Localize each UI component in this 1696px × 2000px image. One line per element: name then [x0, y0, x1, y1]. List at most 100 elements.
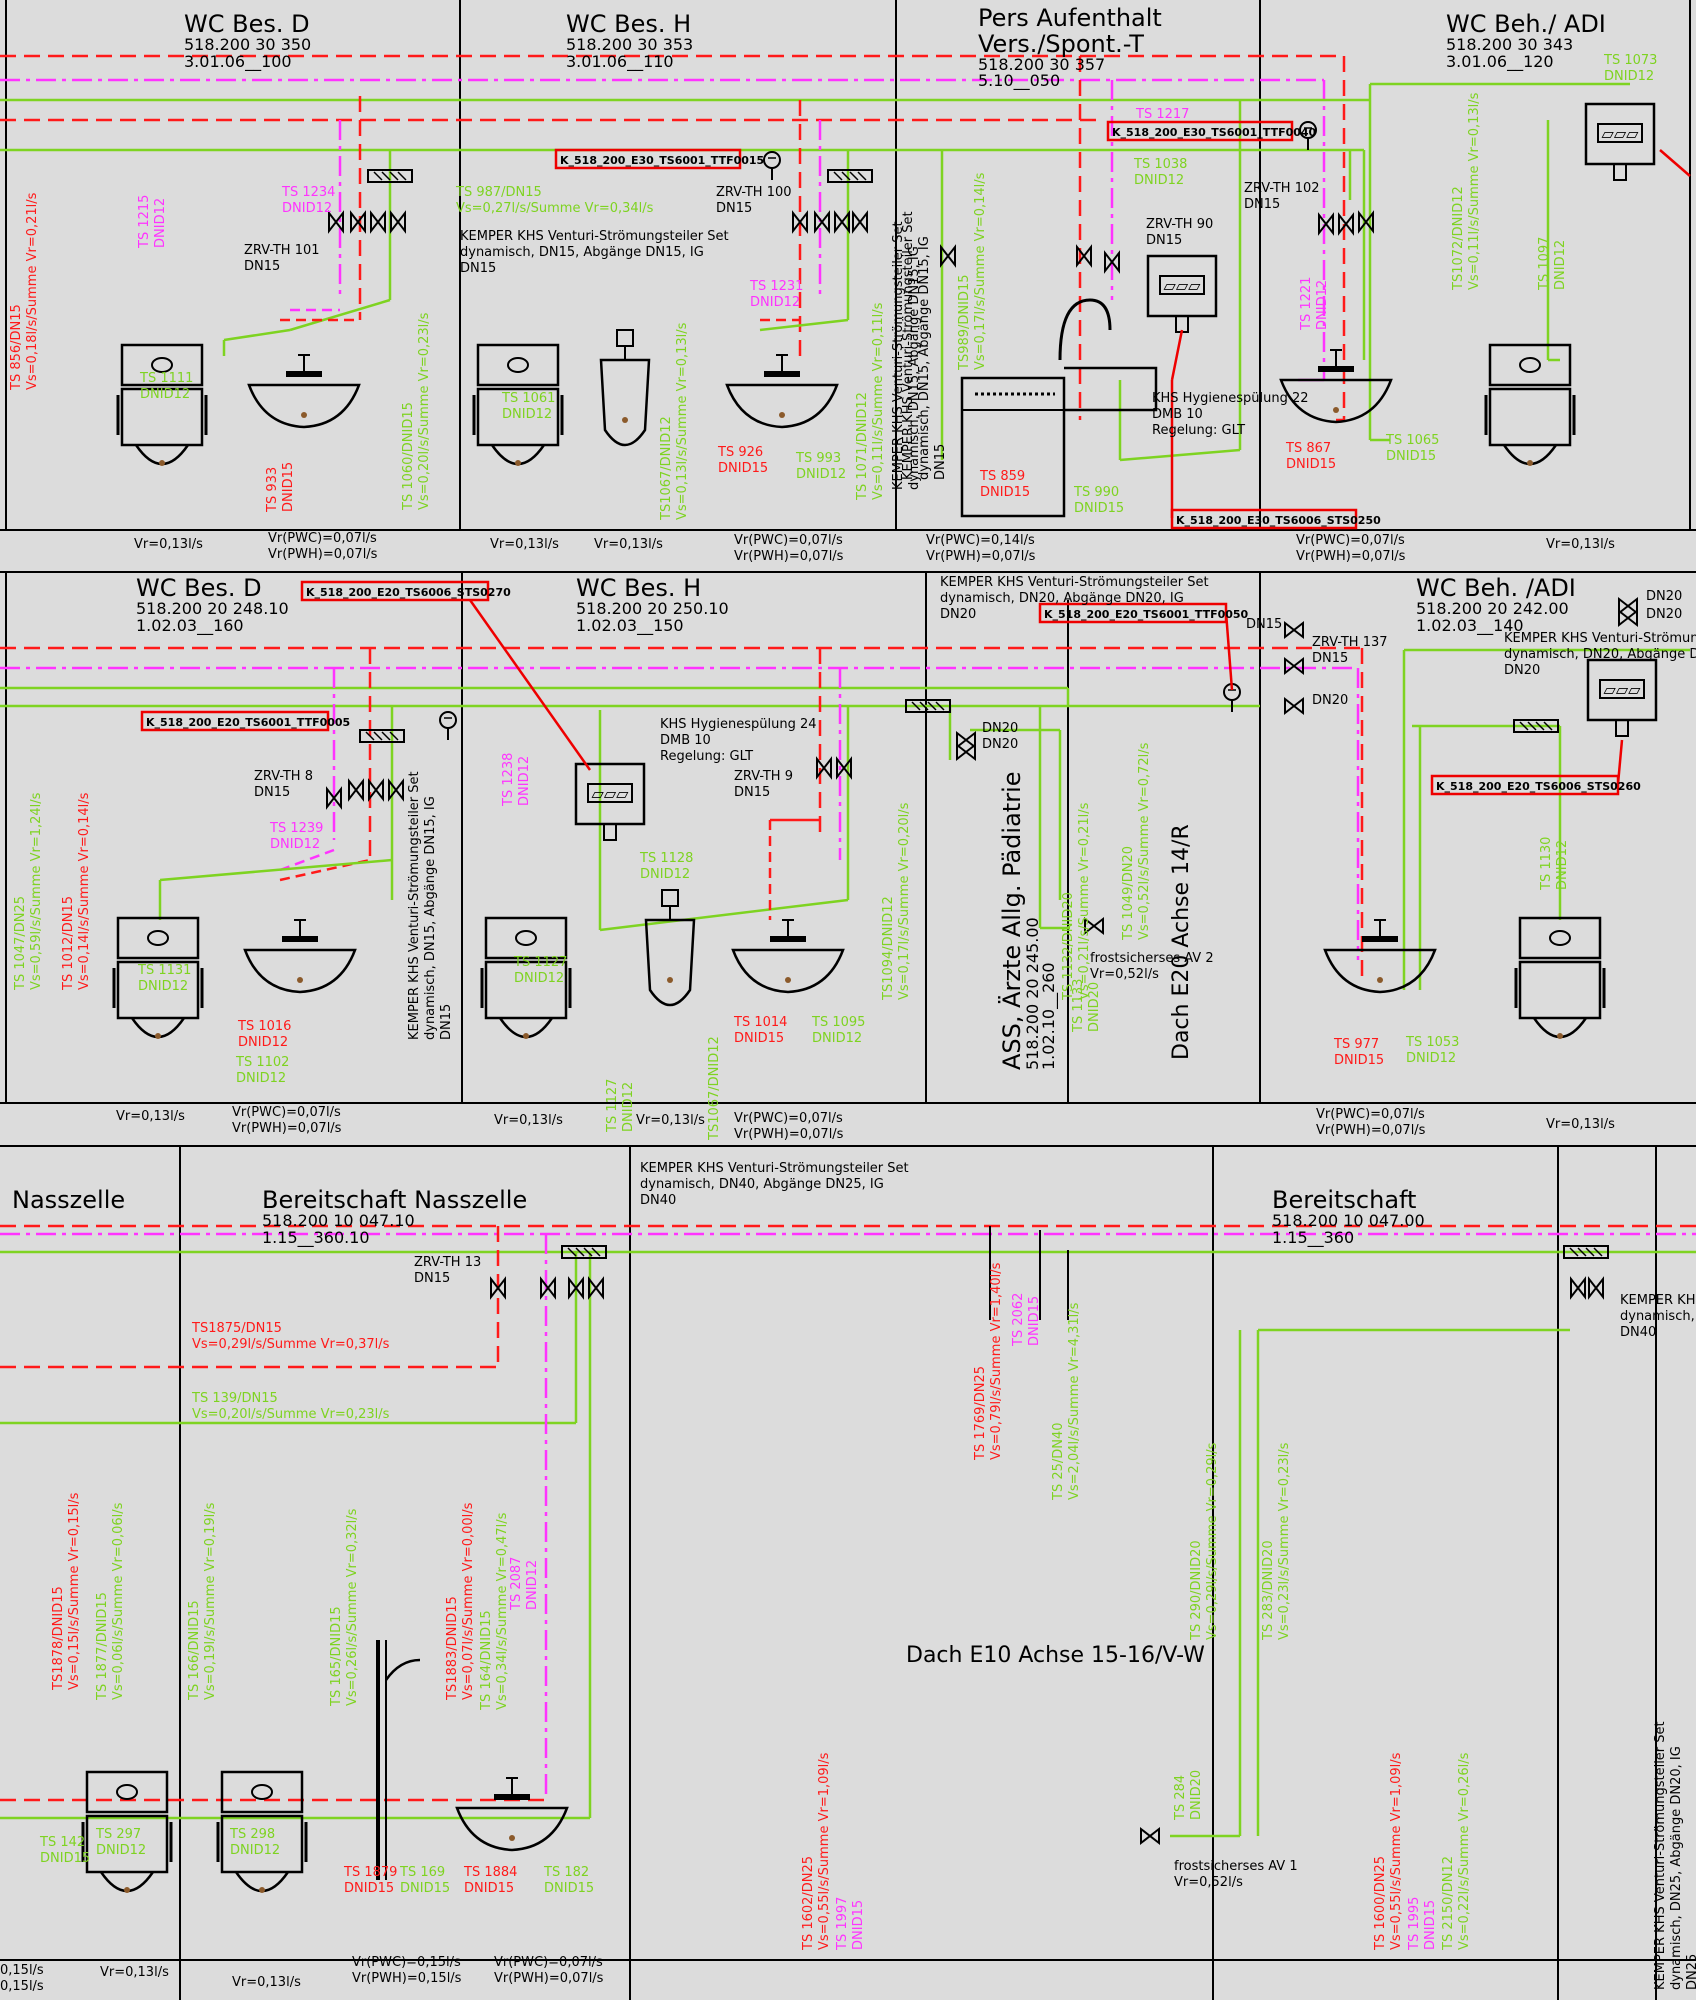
- label: TS 1602/DN25: [801, 1856, 816, 1951]
- label: DNID12: [796, 467, 846, 482]
- label: Vs=0,11l/s/Summe Vr=0,13l/s: [1467, 92, 1482, 290]
- flow: Vr=0,13l/s: [494, 1113, 563, 1128]
- note: Vr=0,52l/s: [1174, 1875, 1243, 1890]
- note: dynamisch, DN15, Abgänge DN15, IG: [460, 245, 704, 260]
- label: DNID15: [544, 1881, 594, 1896]
- room-code: 518.200 20 250.10: [576, 599, 729, 618]
- label: TS 297: [95, 1827, 141, 1842]
- label: TS 933: [265, 467, 280, 513]
- label: Vs=0,19l/s/Summe Vr=0,19l/s: [203, 1502, 218, 1700]
- note: DMB 10: [1152, 407, 1203, 422]
- label: DNID15: [344, 1881, 394, 1896]
- label: Vs=0,17l/s/Summe Vr=0,20l/s: [897, 802, 912, 1000]
- label: TS 290/DNID20: [1189, 1540, 1204, 1641]
- tag-label: K_518_200_E20_TS6001_TTF0050: [1044, 608, 1249, 621]
- note: Regelung: GLT: [660, 749, 753, 764]
- label: TS 1038: [1133, 157, 1187, 172]
- label: DNID12: [138, 979, 188, 994]
- note: DN15: [734, 785, 770, 800]
- label: Vs=0,20l/s/Summe Vr=0,23l/s: [417, 312, 432, 510]
- label: TS1094/DNID12: [881, 896, 896, 1001]
- label: Vs=0,15l/s/Summe Vr=0,15l/s: [67, 1492, 82, 1690]
- label: DNID12: [750, 295, 800, 310]
- flow: Vr=0,13l/s: [232, 1975, 301, 1990]
- note: DN15: [1246, 617, 1282, 632]
- label: DNID15: [734, 1031, 784, 1046]
- note: DN20: [1504, 663, 1540, 678]
- label: DNID12: [621, 1082, 636, 1132]
- label: DNID12: [238, 1035, 288, 1050]
- label: KEMPER KHS Venturi-Strömungsteiler Set: [407, 771, 422, 1040]
- label: TS 1995: [1407, 1897, 1422, 1951]
- room-sub: 1.02.03__160: [136, 616, 244, 636]
- tag-label: K_518_200_E30_TS6001_TTF0040: [1112, 126, 1317, 139]
- label: TS 298: [229, 1827, 275, 1842]
- note: ZRV-TH 102: [1244, 181, 1320, 196]
- note: KHS Hygienespülung 22: [1152, 391, 1309, 406]
- room-title: Bereitschaft Nasszelle: [262, 1186, 527, 1214]
- flow: Vr(PWC)=0,15l/s: [352, 1955, 461, 1970]
- note: DN40: [1620, 1325, 1656, 1340]
- label: Vs=0,26l/s/Summe Vr=0,32l/s: [345, 1508, 360, 1706]
- label: Vs=0,17l/s/Summe Vr=0,14l/s: [973, 172, 988, 370]
- label: TS 1238: [501, 753, 516, 807]
- label: TS 164/DNID15: [479, 1610, 494, 1711]
- label: DN25: [1685, 1954, 1696, 1990]
- room-titles: WC Bes. D 518.200 30 350 3.01.06__100 WC…: [12, 4, 1606, 1248]
- note: DN20: [982, 721, 1018, 736]
- label: Vs=0,55l/s/Summe Vr=1,09l/s: [1389, 1752, 1404, 1950]
- label: DNID12: [140, 387, 190, 402]
- label: TS1067/DNID12: [659, 416, 674, 521]
- flow: Vr(PWC)=0,07l/s: [734, 1111, 843, 1126]
- label: DNID15: [980, 485, 1030, 500]
- label: Vs=0,55l/s/Summe Vr=1,09l/s: [817, 1752, 832, 1950]
- label: DNID12: [640, 867, 690, 882]
- flow: Vr(PWH)=0,07l/s: [494, 1971, 604, 1986]
- label: TS 1071/DNID12: [855, 392, 870, 501]
- label: TS 977: [1333, 1037, 1379, 1052]
- note: DN15: [414, 1271, 450, 1286]
- note: dynamisch, DN20, Abgänge DN20, IG: [940, 591, 1184, 606]
- note: DN15: [460, 261, 496, 276]
- label: Vs=0,23l/s/Summe Vr=0,23l/s: [1277, 1442, 1292, 1640]
- label: TS 1128: [639, 851, 693, 866]
- room-code: 518.200 30 353: [566, 35, 693, 54]
- label: TS 1234: [281, 185, 335, 200]
- label: Vs=0,11l/s/Summe Vr=0,11l/s: [871, 302, 886, 500]
- label: TS 859: [979, 469, 1025, 484]
- label: TS 987/DN15: [455, 185, 542, 200]
- flow: Vr=0,13l/s: [1546, 1117, 1615, 1132]
- pipes-row-2: [0, 646, 1690, 990]
- label: DNID15: [1423, 1900, 1438, 1950]
- green-notes: TS 139/DN15 Vs=0,20l/s/Summe Vr=0,23l/s …: [39, 53, 1657, 1896]
- flow: Vr=0,13l/s: [116, 1109, 185, 1124]
- label: Vs=0,22l/s/Summe Vr=0,26l/s: [1457, 1752, 1472, 1950]
- label: DNID20: [1189, 1770, 1204, 1820]
- label: TS 1877/DNID15: [95, 1592, 110, 1701]
- room-title: Pers Aufenthalt: [978, 4, 1162, 32]
- note: DN15: [1312, 651, 1348, 666]
- flow: Vr(PWH)=0,07l/s: [268, 547, 378, 562]
- label: DNID15: [400, 1881, 450, 1896]
- red-notes: TS1875/DN15 Vs=0,29l/s/Summe Vr=0,37l/s: [191, 1321, 390, 1352]
- note: KEMPER KHS Venturi-Strömungsteiler Set: [460, 229, 729, 244]
- label: DNID12: [1604, 69, 1654, 84]
- room-sub: 1.15__360.10: [262, 1228, 370, 1248]
- note: ZRV-TH 13: [414, 1255, 481, 1270]
- label: TS 1884: [463, 1865, 517, 1880]
- label: DNID12: [525, 1560, 540, 1610]
- black-notes: KEMPER KHS Venturi-Strömungsteiler Set d…: [244, 181, 1696, 1890]
- label: TS 2150/DN12: [1441, 1856, 1456, 1951]
- room-sub: 1.02.03__140: [1416, 616, 1524, 636]
- note: KHS Hygienespülung 24: [660, 717, 817, 732]
- room-sub: 5.10__050: [978, 71, 1060, 91]
- room-code: 518.200 30 343: [1446, 35, 1573, 54]
- label: TS 25/DN40: [1051, 1422, 1066, 1501]
- tag-label: K_518_200_E30_TS6001_TTF0015: [560, 154, 764, 167]
- room-title: Nasszelle: [12, 1186, 125, 1214]
- dishwasher-icon: [960, 298, 1158, 518]
- note: KEMPER KHS: [1620, 1293, 1696, 1308]
- note: ZRV-TH 137: [1312, 635, 1388, 650]
- label: TS1067/DNID12: [707, 1036, 722, 1141]
